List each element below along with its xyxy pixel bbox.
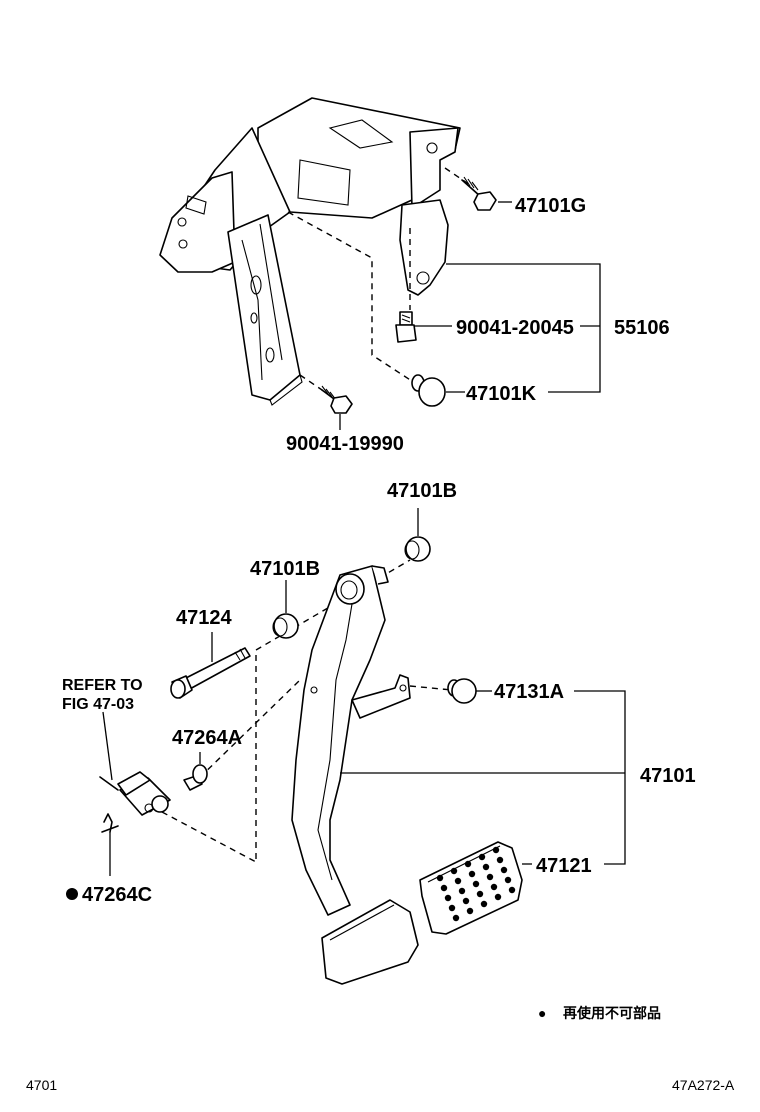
pad-dot [462,897,470,905]
pedal-pad-47121-icon [419,841,523,935]
pad-dot [464,860,472,868]
pad-dot [436,874,444,882]
legend-text: 再使用不可部品 [563,1005,661,1021]
pad-dot [468,870,476,878]
pad-dot [450,867,458,875]
clevis-assembly-icon [99,771,171,816]
leader-lines [102,201,626,876]
label-47101k: 47101K [466,383,537,405]
pad-dot [482,863,490,871]
non-reusable-marker-icon [66,888,78,900]
clip-47264c-icon [101,813,119,833]
pad-dot [500,866,508,874]
label-47121: 47121 [536,855,592,877]
bushing-47101b-upper-icon [404,536,431,562]
label-90041-19990: 90041-19990 [286,433,404,455]
bolt-47101g-icon [461,176,497,211]
pin-47264a-icon [183,764,208,791]
pad-dot [444,894,452,902]
pad-dot [466,907,474,915]
pad-dot [472,880,480,888]
label-47264a: 47264A [172,727,242,749]
pad-dot [452,914,460,922]
pad-dot [454,877,462,885]
label-47264c: 47264C [82,884,152,906]
clutch-pedal-arm-47101 [291,565,419,985]
pad-dot [508,886,516,894]
label-47131a: 47131A [494,681,564,703]
stopper-47101k-icon [411,374,446,407]
label-47101: 47101 [640,765,696,787]
pad-dot [448,904,456,912]
bolt-90041-19990-icon [321,385,353,414]
pedal-support-bracket [159,97,461,406]
label-47101b-top: 47101B [387,480,457,502]
label-47101g: 47101G [515,195,586,217]
label-47124: 47124 [176,607,232,629]
pad-dot [492,846,500,854]
pad-dot [478,853,486,861]
pad-dot [494,893,502,901]
stopper-47131a-icon [447,678,477,704]
clevis-pin-47124-icon [170,647,251,699]
legend-symbol: ● [538,1005,546,1021]
pad-dot [476,890,484,898]
pad-dot [440,884,448,892]
label-55106: 55106 [614,317,670,339]
screw-90041-20045-icon [395,311,417,343]
pad-dot [490,883,498,891]
refer-note-line1: REFER TO [62,677,143,694]
label-47101b-mid: 47101B [250,558,320,580]
pad-dot [504,876,512,884]
pad-dot [458,887,466,895]
pad-dot [496,856,504,864]
refer-note-line2: FIG 47-03 [62,696,134,713]
pad-dot [480,900,488,908]
label-90041-20045: 90041-20045 [456,317,574,339]
pad-dot [486,873,494,881]
bushing-47101b-lower-icon [272,613,299,639]
footer-illustration-code: 47A272-A [672,1077,735,1093]
footer-figure-number: 4701 [26,1077,57,1093]
